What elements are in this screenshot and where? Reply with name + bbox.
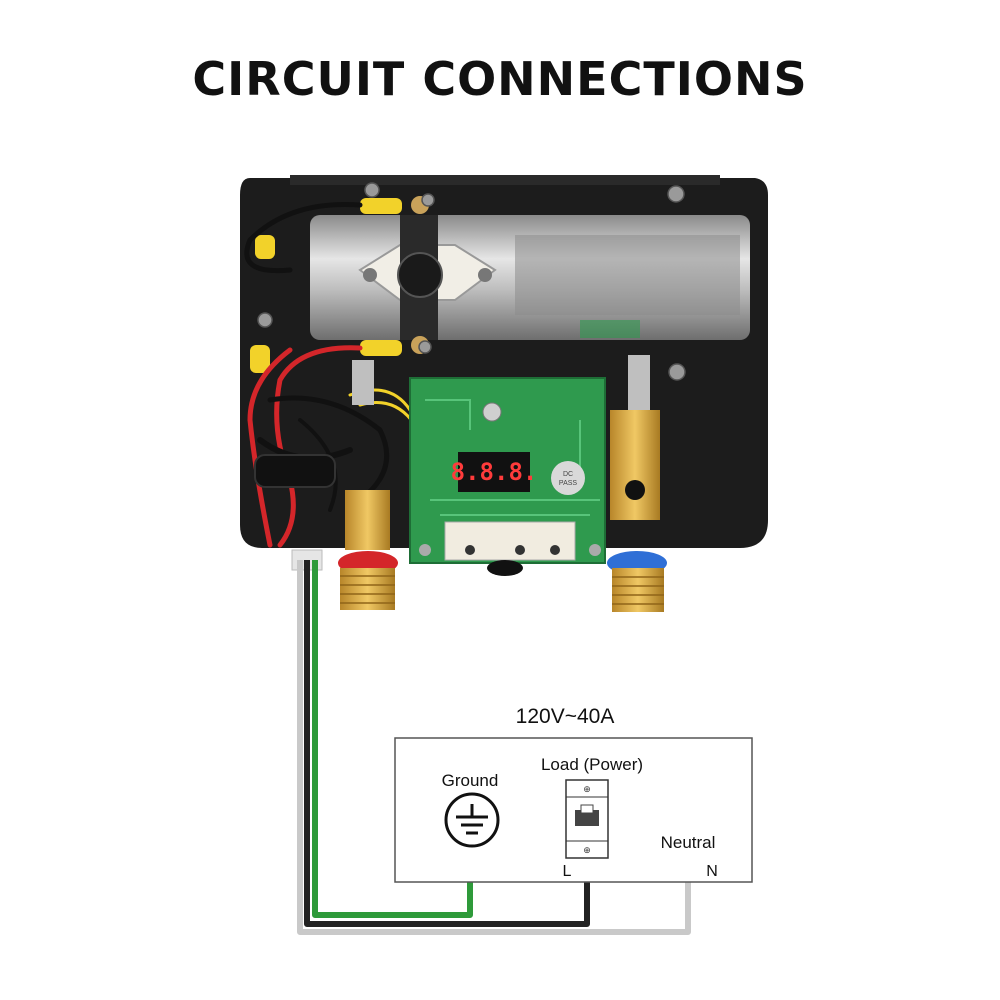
screws	[257, 182, 686, 381]
brass-terminal-left	[345, 490, 390, 550]
terminal-l-label: L	[563, 863, 572, 880]
heater-unit: 8.8.8. DC PASS	[240, 175, 768, 576]
sensor-cable	[625, 480, 645, 500]
rating-label: 120V~40A	[516, 705, 615, 728]
breaker-panel: 120V~40A Ground Load (Power) ⊕ ⊕ L Neutr…	[394, 705, 753, 883]
svg-text:⊕: ⊕	[583, 784, 591, 794]
page-title: CIRCUIT CONNECTIONS	[192, 52, 808, 106]
pass-badge-line2: PASS	[559, 480, 577, 487]
load-label: Load (Power)	[541, 755, 643, 774]
hot-water-outlet	[338, 551, 398, 610]
live-wire	[304, 560, 590, 927]
ground-label: Ground	[442, 771, 499, 790]
neutral-label: Neutral	[661, 833, 716, 852]
element-rod	[352, 360, 374, 405]
cold-water-inlet	[607, 551, 667, 612]
pass-badge	[551, 461, 585, 495]
terminal-n-label: N	[706, 863, 718, 880]
circuit-breaker: ⊕ ⊕	[565, 779, 609, 859]
ground-symbol	[444, 792, 500, 848]
led-digits: 8.8.8.	[451, 458, 538, 486]
element-rod	[628, 355, 650, 410]
internal-wiring	[244, 201, 417, 548]
pass-badge-line1: DC	[563, 471, 573, 478]
neutral-wire	[297, 560, 691, 935]
svg-text:⊕: ⊕	[583, 845, 591, 855]
brass-terminal-right	[610, 410, 660, 520]
yellow-terminals	[250, 198, 402, 373]
control-pcb: 8.8.8. DC PASS	[409, 377, 606, 564]
led-display	[458, 452, 530, 492]
